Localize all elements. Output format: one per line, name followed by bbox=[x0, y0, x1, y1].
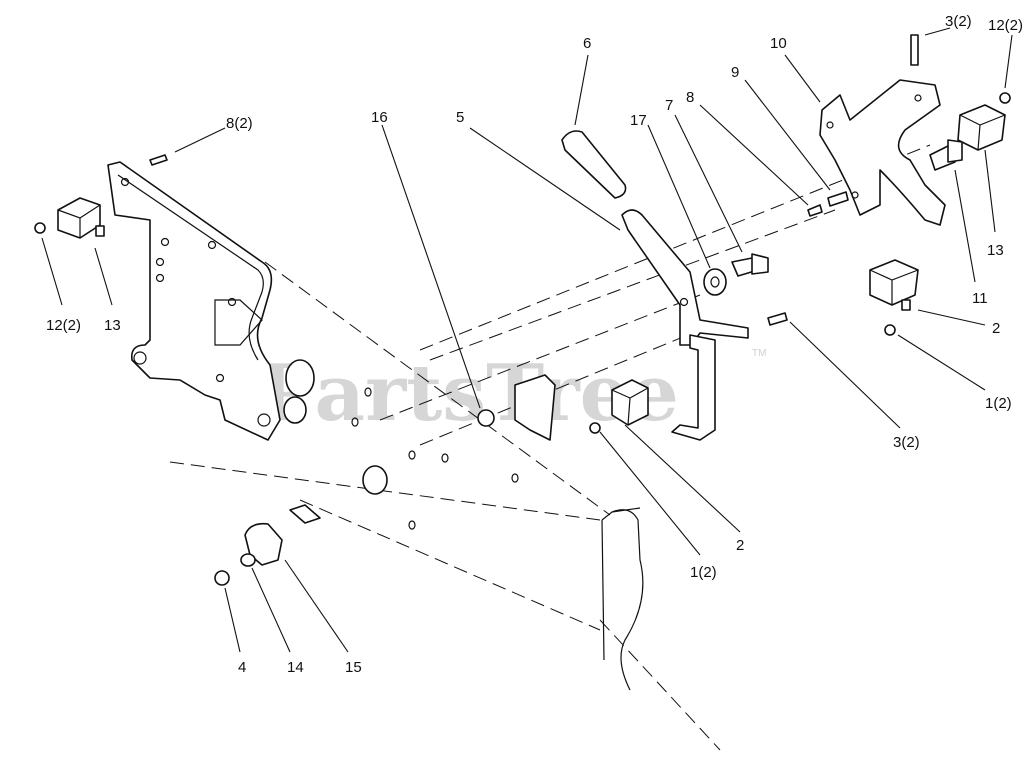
switch-2-center bbox=[611, 379, 649, 426]
callout-12-2-top: 12(2) bbox=[988, 17, 1023, 34]
callout-2-right: 2 bbox=[992, 320, 1000, 337]
leader-lines bbox=[41, 27, 1013, 653]
callout-14: 14 bbox=[287, 659, 304, 676]
spring-clip bbox=[289, 504, 321, 524]
callout-12-2-left: 12(2) bbox=[46, 317, 81, 334]
callout-2-center: 2 bbox=[736, 537, 744, 554]
callout-13-left: 13 bbox=[104, 317, 121, 334]
pin-9 bbox=[827, 191, 849, 207]
callout-13-right: 13 bbox=[987, 242, 1004, 259]
switch-2-right bbox=[869, 259, 919, 311]
screw-left bbox=[149, 154, 168, 166]
callout-3-2-middle: 3(2) bbox=[893, 434, 920, 451]
callout-11: 11 bbox=[972, 290, 988, 307]
frame-hole bbox=[283, 396, 307, 424]
frame-hole bbox=[285, 359, 315, 397]
nut-1-right bbox=[884, 324, 896, 336]
callout-1-2-right: 1(2) bbox=[985, 395, 1012, 412]
callout-9: 9 bbox=[731, 64, 739, 81]
frame-panel bbox=[283, 359, 644, 691]
frame-hole bbox=[362, 465, 388, 495]
bushing-15 bbox=[244, 522, 283, 566]
watermark: PartsTree bbox=[258, 348, 679, 439]
right-mounting-bracket bbox=[819, 79, 946, 226]
callout-16: 16 bbox=[371, 109, 388, 126]
nut-top-right bbox=[999, 92, 1011, 104]
watermark-trademark: TM bbox=[752, 348, 766, 359]
callout-7: 7 bbox=[665, 97, 673, 114]
callout-17: 17 bbox=[630, 112, 647, 129]
callout-6: 6 bbox=[583, 35, 591, 52]
switch-bracket bbox=[514, 374, 556, 441]
callout-labels: 6 10 3(2) 12(2) 9 7 8 17 5 16 8(2) 12(2)… bbox=[46, 13, 1023, 676]
screw-3-middle bbox=[767, 312, 788, 326]
callout-8-2: 8(2) bbox=[226, 115, 253, 132]
callout-15: 15 bbox=[345, 659, 362, 676]
nut-left bbox=[34, 222, 46, 234]
callout-10: 10 bbox=[770, 35, 787, 52]
washer-14 bbox=[240, 553, 256, 567]
nut-1-center bbox=[589, 422, 601, 434]
safety-switch-top-right bbox=[957, 104, 1006, 151]
left-bracket-plate bbox=[107, 161, 281, 441]
nut-16 bbox=[477, 409, 495, 427]
nut-4 bbox=[214, 570, 230, 586]
callout-5: 5 bbox=[456, 109, 464, 126]
lever-grip bbox=[561, 130, 627, 199]
brake-lever bbox=[621, 209, 749, 441]
screw-top-right bbox=[910, 34, 919, 66]
clip-8 bbox=[807, 204, 823, 217]
safety-switch-left bbox=[57, 197, 105, 239]
callout-8: 8 bbox=[686, 89, 694, 106]
shoulder-bolt bbox=[731, 253, 769, 277]
washer-17 bbox=[703, 268, 727, 296]
callout-1-2-center: 1(2) bbox=[690, 564, 717, 581]
assembly-guide-lines bbox=[169, 144, 931, 751]
callout-4: 4 bbox=[238, 659, 246, 676]
bolt-11 bbox=[929, 139, 963, 171]
callout-3-2-top: 3(2) bbox=[945, 13, 972, 30]
